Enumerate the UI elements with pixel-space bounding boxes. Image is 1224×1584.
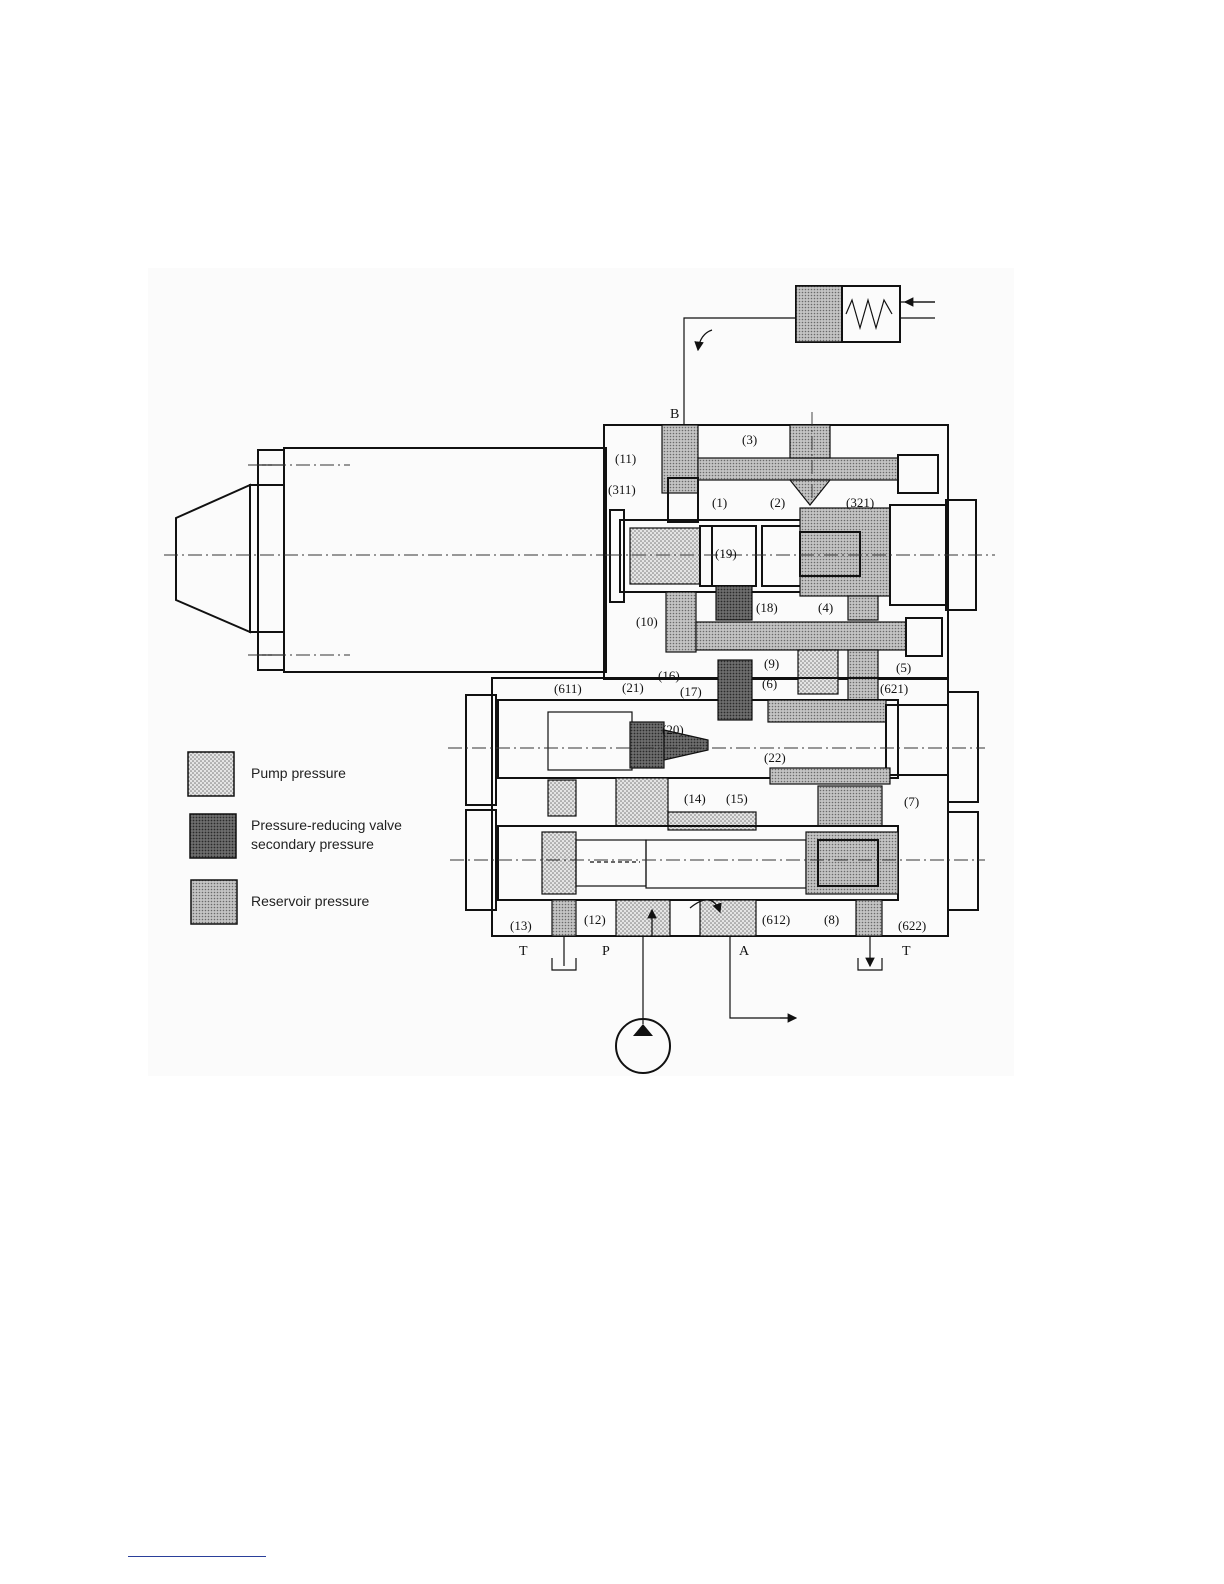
label-622: (622) <box>898 918 926 933</box>
passage-13-upper <box>548 780 576 816</box>
label-5: (5) <box>896 660 911 675</box>
label-17: (17) <box>680 684 702 699</box>
channel-22 <box>770 768 890 784</box>
port-t-right-channel <box>856 900 882 936</box>
label-12: (12) <box>584 912 606 927</box>
label-621: (621) <box>880 681 908 696</box>
label-20: (20) <box>662 722 684 737</box>
label-9: (9) <box>764 656 779 671</box>
spool-311 <box>630 528 700 584</box>
label-18: (18) <box>756 600 778 615</box>
label-19: (19) <box>715 546 737 561</box>
chamber-321 <box>800 508 890 596</box>
label-16: (16) <box>658 668 680 683</box>
label-21: (21) <box>622 680 644 695</box>
legend-swatch-reservoir <box>191 880 237 924</box>
label-13: (13) <box>510 918 532 933</box>
port-p-channel <box>616 900 670 936</box>
label-6: (6) <box>762 676 777 691</box>
channel-3 <box>698 458 898 480</box>
passage-5 <box>848 650 878 700</box>
reducing-column-17 <box>718 660 752 720</box>
pilot-return-channel <box>696 622 906 650</box>
port-p-label: P <box>602 944 610 959</box>
passage-9 <box>798 650 838 694</box>
label-11: (11) <box>615 451 636 466</box>
label-612: (612) <box>762 912 790 927</box>
port-b-label: B <box>670 407 679 422</box>
piston-21 <box>630 722 664 768</box>
port-t-left-channel <box>552 900 576 936</box>
legend-swatch-pump <box>188 752 234 796</box>
channel-10 <box>666 592 696 652</box>
label-3: (3) <box>742 432 757 447</box>
legend-reservoir-label: Reservoir pressure <box>251 893 369 909</box>
plug-13 <box>542 832 576 894</box>
port-a-label: A <box>739 944 750 959</box>
passage-14 <box>616 778 668 826</box>
label-611: (611) <box>554 681 582 696</box>
reducing-chamber-18 <box>716 586 752 620</box>
label-10: (10) <box>636 614 658 629</box>
label-1: (1) <box>712 495 727 510</box>
label-22: (22) <box>764 750 786 765</box>
port-t-left-label: T <box>519 944 528 959</box>
label-14: (14) <box>684 791 706 806</box>
label-311: (311) <box>608 482 636 497</box>
port-t-right-label: T <box>902 944 911 959</box>
label-2: (2) <box>770 495 785 510</box>
port-a-channel <box>700 900 756 936</box>
passage-4 <box>848 596 878 620</box>
label-4: (4) <box>818 600 833 615</box>
legend-reducing-label-line1: Pressure-reducing valve <box>251 817 402 833</box>
label-321: (321) <box>846 495 874 510</box>
chamber-8 <box>806 832 898 894</box>
footnote-rule <box>128 1556 266 1557</box>
label-7: (7) <box>904 794 919 809</box>
label-8: (8) <box>824 912 839 927</box>
passage-7 <box>818 786 882 826</box>
passage-15 <box>668 812 756 830</box>
cylinder-piston <box>796 286 842 342</box>
legend-pump-label: Pump pressure <box>251 765 346 781</box>
label-15: (15) <box>726 791 748 806</box>
legend-reducing-label-line2: secondary pressure <box>251 836 374 852</box>
legend-swatch-reducing <box>190 814 236 858</box>
passage-6 <box>768 700 886 722</box>
